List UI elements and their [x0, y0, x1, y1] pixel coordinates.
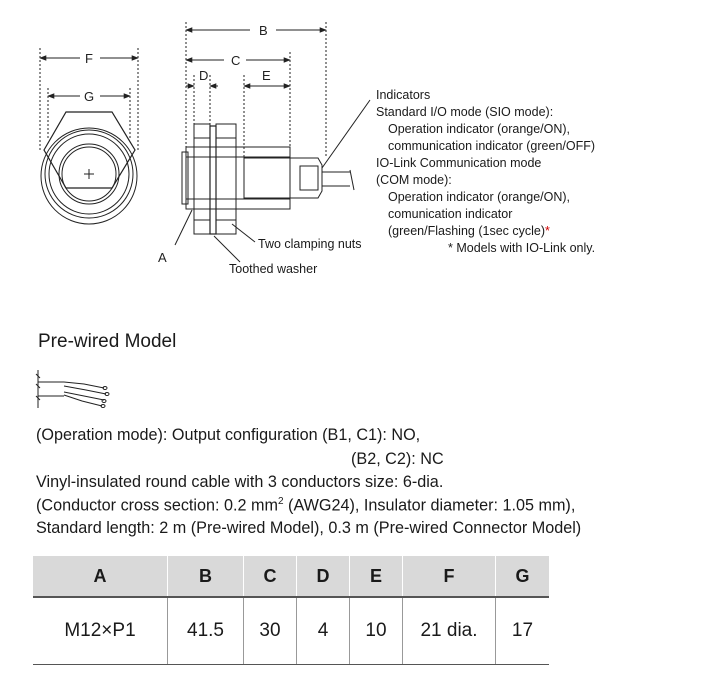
description-line-2: (B2, C2): NC — [351, 450, 444, 468]
sio-operation: Operation indicator (orange/ON), — [388, 122, 571, 136]
dim-b-label: B — [259, 23, 268, 38]
sensor-dimension-drawing: F G B C D E A — [39, 22, 371, 265]
side-view — [174, 22, 371, 263]
header-c: C — [243, 556, 297, 598]
description-line-4a: (Conductor cross section: 0.2 mm — [36, 496, 278, 515]
clamping-nuts-label: Two clamping nuts — [258, 237, 362, 251]
dim-f-label: F — [85, 51, 93, 66]
com-mode: IO-Link Communication mode — [376, 156, 542, 170]
sio-communication: communication indicator (green/OFF) — [388, 139, 596, 153]
com-flashing: (green/Flashing (1sec cycle)* — [376, 223, 595, 240]
description-line-4: (Conductor cross section: 0.2 mm2 (AWG24… — [36, 496, 575, 515]
cell-f: 21 dia. — [402, 597, 496, 665]
pre-wired-cable-icon — [35, 370, 110, 408]
dim-c-label: C — [231, 53, 240, 68]
dim-e-label: E — [262, 68, 271, 83]
header-d: D — [296, 556, 350, 598]
description-line-1: (Operation mode): Output configuration (… — [36, 426, 421, 444]
cell-e: 10 — [349, 597, 403, 665]
cell-g: 17 — [495, 597, 549, 665]
indicators-heading: Indicators — [376, 88, 431, 102]
front-view — [39, 48, 139, 225]
dimension-table: A B C D E F G M12×P1 41.5 30 4 10 21 dia… — [33, 556, 549, 665]
com-operation: Operation indicator (orange/ON), — [388, 190, 571, 204]
cell-b: 41.5 — [167, 597, 244, 665]
cell-a: M12×P1 — [33, 597, 168, 665]
indicators-notes: Indicators Standard I/O mode (SIO mode):… — [376, 87, 595, 257]
table-header-row: A B C D E F G — [33, 556, 549, 598]
toothed-washer-label: Toothed washer — [229, 262, 318, 276]
dim-d-label: D — [199, 68, 208, 83]
footnote: * Models with IO-Link only. — [448, 241, 596, 255]
dim-g-label: G — [84, 89, 94, 104]
description-line-5: Standard length: 2 m (Pre-wired Model), … — [36, 519, 582, 537]
superscript-2: 2 — [278, 496, 284, 507]
description-line-4b: (AWG24), Insulator diameter: 1.05 mm), — [283, 496, 576, 515]
com-mode-paren: (COM mode): — [376, 173, 452, 187]
footnote-mark: * — [545, 224, 550, 238]
section-title: Pre-wired Model — [38, 331, 177, 352]
header-b: B — [167, 556, 244, 598]
com-flashing-text: (green/Flashing (1sec cycle) — [388, 224, 546, 238]
sio-mode: Standard I/O mode (SIO mode): — [376, 105, 554, 119]
header-e: E — [349, 556, 403, 598]
description-line-3: Vinyl-insulated round cable with 3 condu… — [36, 473, 444, 491]
com-communication: comunication indicator — [388, 207, 513, 221]
header-g: G — [495, 556, 549, 598]
header-f: F — [402, 556, 496, 598]
cell-c: 30 — [243, 597, 297, 665]
cell-d: 4 — [296, 597, 350, 665]
header-a: A — [33, 556, 168, 598]
dim-a-label: A — [158, 250, 167, 265]
table-row: M12×P1 41.5 30 4 10 21 dia. 17 — [33, 597, 549, 665]
